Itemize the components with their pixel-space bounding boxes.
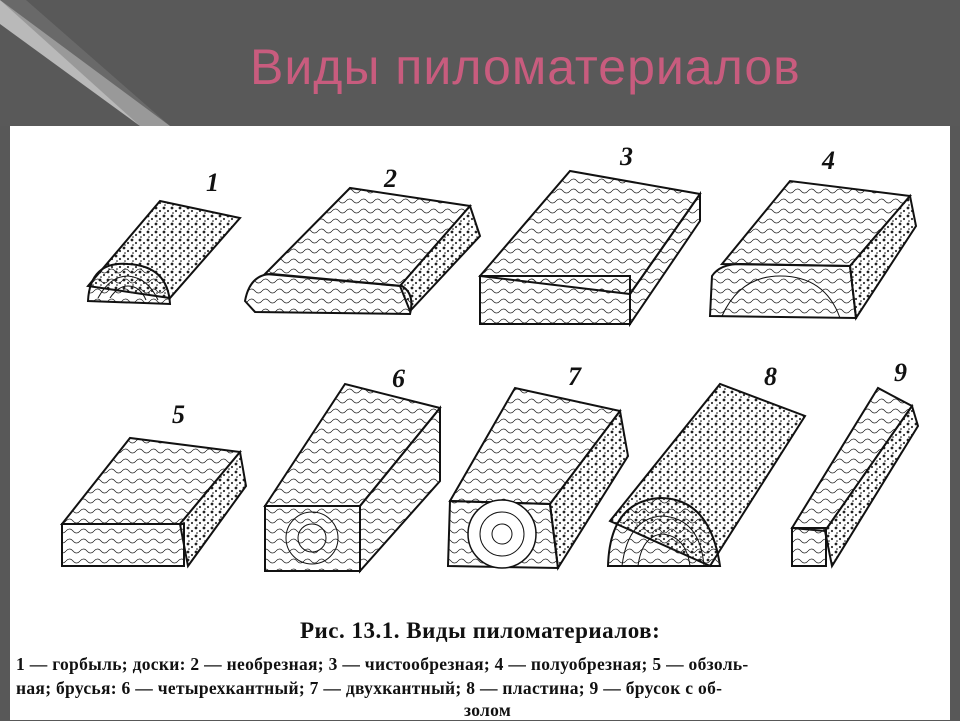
figure-caption-title: Рис. 13.1. Виды пиломатериалов: [300, 618, 661, 643]
figure-caption-line-3: золом [464, 700, 512, 720]
item-1-gorbyl [86, 199, 242, 306]
item-8-half-log [606, 382, 807, 568]
item-1-number: 1 [206, 168, 219, 197]
item-2-unedged-board [243, 186, 482, 316]
figure-caption-line-2: ная; брусья: 6 — четырехкантный; 7 — дву… [16, 678, 723, 698]
figure-caption-line-1: 1 — горбыль; доски: 2 — необрезная; 3 — … [16, 654, 749, 674]
item-4-number: 4 [822, 146, 835, 175]
item-2-number: 2 [384, 164, 397, 193]
item-8-number: 8 [764, 362, 777, 391]
item-5-number: 5 [172, 400, 185, 429]
item-5-wane-board [59, 436, 248, 569]
slide-header: Виды пиломатериалов [0, 0, 960, 126]
item-3-edged-board [478, 169, 702, 328]
item-6-number: 6 [392, 364, 405, 393]
item-6-four-sided-beam [263, 382, 442, 574]
header-corner-decoration [0, 0, 170, 126]
lumber-illustration [59, 169, 920, 574]
item-3-number: 3 [620, 142, 633, 171]
item-7-two-sided-beam [446, 386, 630, 571]
slide-title: Виды пиломатериалов [250, 39, 801, 95]
lumber-figure: 1 2 3 4 5 6 7 8 9 Рис. 13.1. Виды пилома… [10, 126, 950, 720]
item-7-number: 7 [568, 362, 581, 391]
item-4-semi-edged-board [708, 179, 918, 321]
item-9-wane-bar [790, 386, 920, 569]
item-9-number: 9 [894, 358, 907, 387]
